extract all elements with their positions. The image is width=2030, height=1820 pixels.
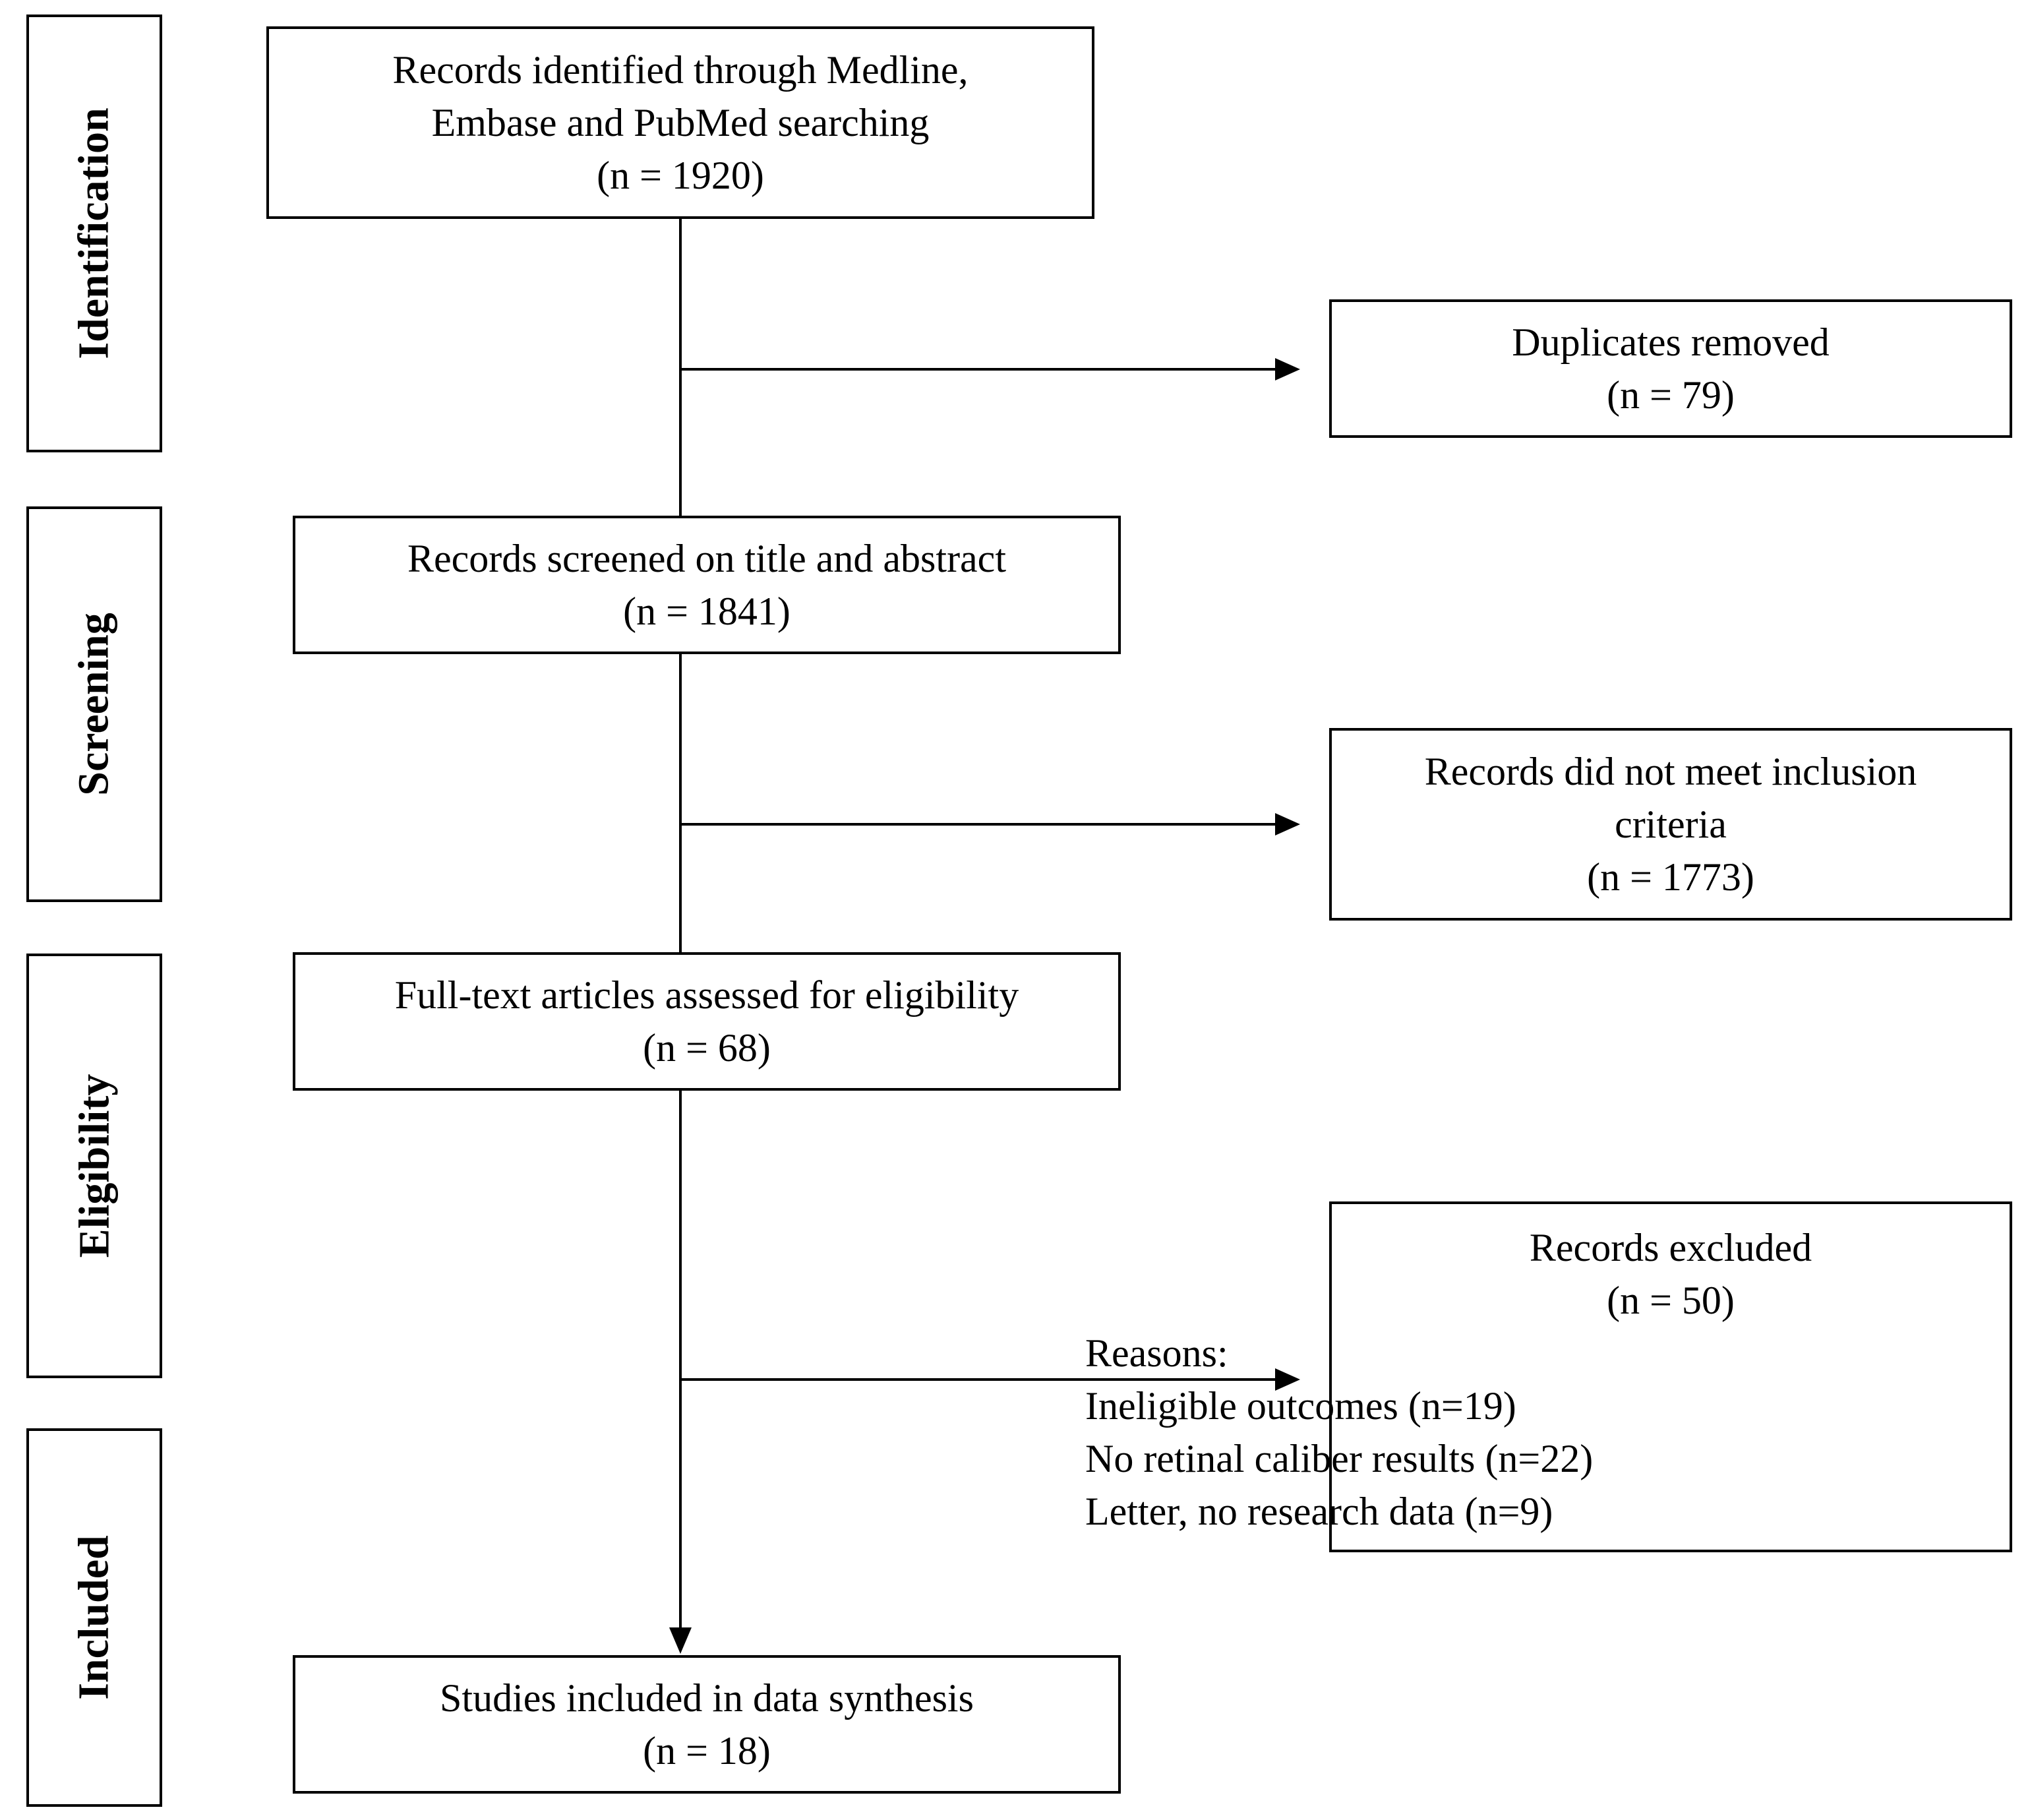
- records-excluded-count: (n = 50): [1607, 1279, 1735, 1322]
- stage-identification: Identification: [26, 15, 162, 452]
- records-identified-count: (n = 1920): [597, 154, 764, 197]
- arrowhead-not-met: [1275, 813, 1300, 835]
- arrowhead-duplicates: [1275, 358, 1300, 380]
- duplicates-removed-line1: Duplicates removed: [1512, 320, 1830, 364]
- arrowhead-excluded: [1275, 1368, 1300, 1391]
- reason-item: Letter, no research data (n=9): [1085, 1490, 1553, 1533]
- not-met-criteria-line2: criteria: [1615, 803, 1727, 846]
- reason-item: Ineligible outcomes (n=19): [1085, 1384, 1516, 1428]
- records-screened-line1: Records screened on title and abstract: [407, 537, 1006, 580]
- stage-screening: Screening: [26, 506, 162, 902]
- not-met-criteria-count: (n = 1773): [1587, 855, 1754, 899]
- arrowhead-included: [669, 1627, 692, 1654]
- fulltext-assessed-line1: Full-text articles assessed for eligibil…: [394, 973, 1019, 1017]
- fulltext-assessed-box: Full-text articles assessed for eligibil…: [293, 952, 1121, 1091]
- records-identified-line2: Embase and PubMed searching: [431, 101, 930, 144]
- records-identified-box: Records identified through Medline, Emba…: [266, 26, 1094, 219]
- reasons-heading: Reasons:: [1085, 1331, 1228, 1375]
- exclusion-reasons: Reasons: Ineligible outcomes (n=19) No r…: [1085, 1327, 1593, 1538]
- records-excluded-box: [1329, 1201, 2012, 1552]
- duplicates-removed-count: (n = 79): [1607, 373, 1735, 417]
- records-screened-count: (n = 1841): [623, 590, 791, 633]
- studies-included-count: (n = 18): [643, 1729, 771, 1773]
- records-identified-line1: Records identified through Medline,: [392, 48, 969, 92]
- records-screened-box: Records screened on title and abstract (…: [293, 516, 1121, 654]
- stage-eligibility: Eligibility: [26, 954, 162, 1378]
- not-met-criteria-box: Records did not meet inclusion criteria …: [1329, 728, 2012, 921]
- duplicates-removed-box: Duplicates removed (n = 79): [1329, 299, 2012, 438]
- records-excluded-line1: Records excluded: [1529, 1226, 1812, 1269]
- not-met-criteria-line1: Records did not meet inclusion: [1424, 750, 1917, 793]
- records-excluded-header: Records excluded (n = 50): [1329, 1221, 2012, 1327]
- fulltext-assessed-count: (n = 68): [643, 1026, 771, 1070]
- stage-included: Included: [26, 1428, 162, 1807]
- reason-item: No retinal caliber results (n=22): [1085, 1437, 1594, 1480]
- studies-included-line1: Studies included in data synthesis: [440, 1676, 974, 1720]
- studies-included-box: Studies included in data synthesis (n = …: [293, 1655, 1121, 1794]
